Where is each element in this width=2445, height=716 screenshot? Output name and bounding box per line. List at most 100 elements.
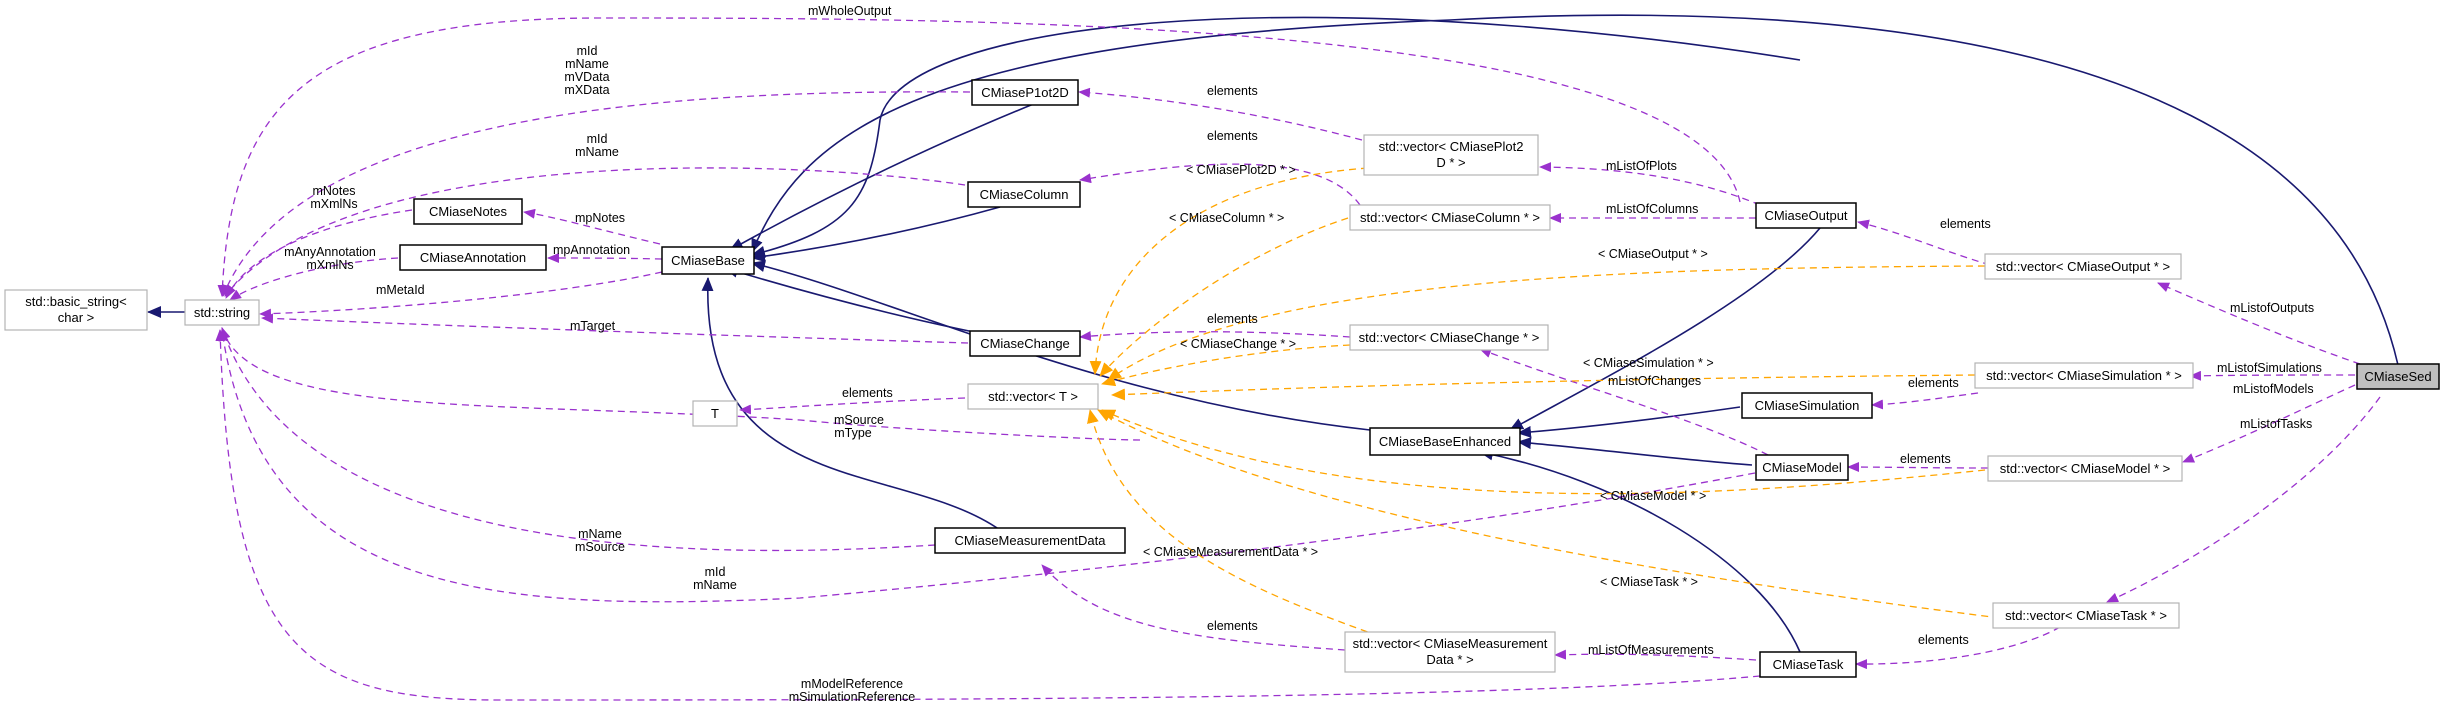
label-column-member-1: mName <box>575 145 619 159</box>
node-task-label: CMiaseTask <box>1773 657 1844 672</box>
label-notes-member-1: mXmlNs <box>310 197 357 211</box>
node-plot2d[interactable]: CMiaseP1ot2D <box>971 79 1079 106</box>
node-change-label: CMiaseChange <box>980 336 1070 351</box>
node-vector-task[interactable]: std::vector< CMiaseTask * > <box>1992 602 2180 629</box>
node-column[interactable]: CMiaseColumn <box>967 181 1081 208</box>
edge-t-task <box>1097 409 2001 619</box>
edge-metaid <box>259 271 663 319</box>
node-basic-string[interactable]: std::basic_string< char > <box>4 289 148 331</box>
node-vector-plot-line-0: std::vector< CMiasePlot2 <box>1379 139 1524 154</box>
edge-t-sim <box>1111 374 1976 401</box>
label-t-task: < CMiaseTask * > <box>1600 575 1698 589</box>
edge-task-refs <box>215 329 1761 701</box>
label-t-model: < CMiaseModel * > <box>1600 489 1706 503</box>
label-t-change: < CMiaseChange * > <box>1180 337 1296 351</box>
edge-el-column <box>1079 163 1361 206</box>
node-enhanced-label: CMiaseBaseEnhanced <box>1379 434 1511 449</box>
edge-target <box>261 313 969 344</box>
node-sed[interactable]: CMiaseSed <box>2356 363 2440 390</box>
label-target: mTarget <box>570 319 616 333</box>
node-task[interactable]: CMiaseTask <box>1759 651 1857 678</box>
node-measurement[interactable]: CMiaseMeasurementData <box>934 527 1126 554</box>
node-T-label: T <box>711 406 719 421</box>
node-change[interactable]: CMiaseChange <box>969 330 1081 357</box>
label-plot-member-1: mName <box>565 57 609 71</box>
node-vector-measure[interactable]: std::vector< CMiaseMeasurement Data * > <box>1344 631 1556 673</box>
label-list-of-simulations: mListofSimulations <box>2217 361 2322 375</box>
node-column-label: CMiaseColumn <box>980 187 1069 202</box>
edge-el-plot <box>1078 87 1363 141</box>
label-task-ref-1: mSimulationReference <box>789 690 915 704</box>
label-measure-member-0: mName <box>578 527 622 541</box>
label-model-member-0: mId <box>705 565 726 579</box>
edges <box>147 14 2399 701</box>
node-basic-string-line-0: std::basic_string< <box>25 294 127 309</box>
label-t-measure: < CMiaseMeasurementData * > <box>1143 545 1318 559</box>
label-t-plot: < CMiasePlot2D * > <box>1186 163 1296 177</box>
label-measure-member-1: mSource <box>575 540 625 554</box>
edge-simulation-to-enhanced <box>1517 406 1741 438</box>
node-measurement-label: CMiaseMeasurementData <box>954 533 1106 548</box>
edge-measurement-to-base <box>701 277 1001 531</box>
node-vector-measure-line-0: std::vector< CMiaseMeasurement <box>1353 636 1548 651</box>
edge-mpannotation <box>547 253 663 264</box>
edge-listoftasks <box>2106 396 2381 603</box>
label-plot-member-0: mId <box>577 44 598 58</box>
label-metaid: mMetaId <box>376 283 425 297</box>
label-list-of-measurements: mListOfMeasurements <box>1588 643 1714 657</box>
edge-wholeoutput <box>217 17 1741 297</box>
node-vector-plot-line-1: D * > <box>1436 155 1465 170</box>
node-vector-model[interactable]: std::vector< CMiaseModel * > <box>1987 455 2183 482</box>
edge-sed-to-base <box>751 14 2399 366</box>
nodes: std::basic_string< char > std::string T … <box>4 79 2440 678</box>
label-el-column: elements <box>1207 129 1258 143</box>
edge-labels: mWholeOutput mId mName mVData mXData mId… <box>284 4 2322 704</box>
node-vector-change[interactable]: std::vector< CMiaseChange * > <box>1349 324 1549 351</box>
edge-el-task <box>1855 626 2061 670</box>
node-output[interactable]: CMiaseOutput <box>1755 202 1857 229</box>
node-string[interactable]: std::string <box>184 299 260 326</box>
edge-el-measure <box>1041 564 1346 651</box>
edge-listofmodels <box>2182 384 2356 463</box>
edge-annotation-members <box>229 257 399 301</box>
edge-plot2d-to-base <box>729 102 1037 251</box>
edge-notes-members <box>225 209 413 299</box>
edge-listofsimulations <box>2189 370 2356 381</box>
node-simulation-label: CMiaseSimulation <box>1755 398 1860 413</box>
edge-model-members <box>218 329 1756 603</box>
node-model[interactable]: CMiaseModel <box>1755 454 1849 481</box>
label-t-column: < CMiaseColumn * > <box>1169 211 1284 225</box>
edge-measure-members <box>220 327 936 552</box>
edge-t-change <box>1101 344 1351 387</box>
edge-listofchanges <box>1479 348 1769 456</box>
edge-el-T <box>739 397 966 415</box>
node-notes[interactable]: CMiaseNotes <box>413 198 523 225</box>
edge-output-to-enhanced <box>1509 227 1821 431</box>
node-enhanced[interactable]: CMiaseBaseEnhanced <box>1369 427 1521 456</box>
node-vector-T[interactable]: std::vector< T > <box>967 383 1099 410</box>
node-vector-plot[interactable]: std::vector< CMiasePlot2 D * > <box>1363 134 1539 176</box>
node-vector-model-label: std::vector< CMiaseModel * > <box>2000 461 2171 476</box>
label-t-output: < CMiaseOutput * > <box>1598 247 1708 261</box>
label-annotation-member-0: mAnyAnnotation <box>284 245 376 259</box>
node-annotation-label: CMiaseAnnotation <box>420 250 526 265</box>
node-annotation[interactable]: CMiaseAnnotation <box>399 244 547 271</box>
node-vector-simulation[interactable]: std::vector< CMiaseSimulation * > <box>1974 362 2194 389</box>
label-plot-member-3: mXData <box>564 83 609 97</box>
edge-output-to-base <box>751 16 1801 258</box>
label-source-type-1: mType <box>834 426 872 440</box>
node-basic-string-line-1: char > <box>58 310 95 325</box>
edge-el-output <box>1857 219 1991 266</box>
node-base[interactable]: CMiaseBase <box>661 246 755 275</box>
label-source-type-0: mSource <box>834 413 884 427</box>
node-vector-output[interactable]: std::vector< CMiaseOutput * > <box>1984 253 2182 280</box>
node-vector-column[interactable]: std::vector< CMiaseColumn * > <box>1349 204 1551 231</box>
label-el-sim: elements <box>1908 376 1959 390</box>
edge-column-members <box>224 167 966 297</box>
label-list-of-tasks: mListofTasks <box>2240 417 2312 431</box>
label-mpannotation: mpAnnotation <box>553 243 630 257</box>
node-T[interactable]: T <box>692 400 738 427</box>
node-model-label: CMiaseModel <box>1762 460 1842 475</box>
node-simulation[interactable]: CMiaseSimulation <box>1741 392 1873 419</box>
